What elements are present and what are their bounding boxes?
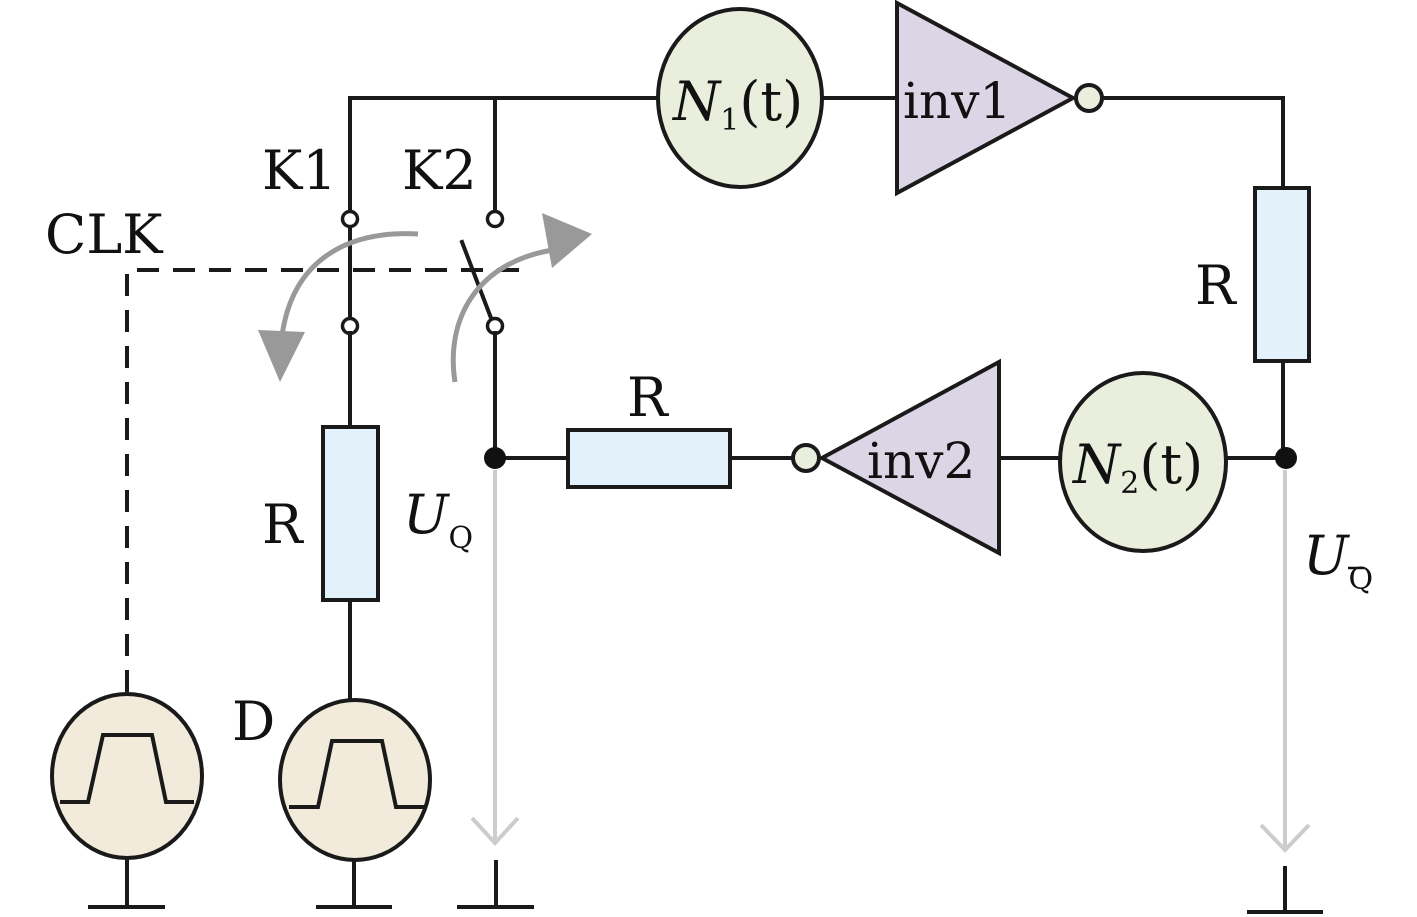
resistor-right-label: R [1195, 254, 1237, 317]
inverter-inv2 [791, 358, 1001, 557]
n2-label: N2(t) [1071, 433, 1203, 501]
k2-label: K2 [402, 139, 477, 202]
resistor-left [321, 425, 380, 602]
output-line-q [470, 470, 520, 846]
top-wires [348, 96, 1285, 460]
junction-left [484, 447, 506, 469]
noise-source-n2 [1058, 371, 1228, 553]
uq-label: UQ [403, 483, 473, 556]
switch-k2 [459, 209, 505, 460]
k1-label: K1 [262, 139, 337, 202]
d-pulse-source [278, 698, 432, 909]
clk-pulse-source [50, 692, 204, 909]
resistor-middle-label: R [627, 366, 669, 429]
bottom-wires [484, 447, 1297, 469]
ground-icon [457, 860, 534, 909]
pulse-source-icon [60, 733, 194, 804]
switch-arrows [258, 213, 592, 383]
ground-icon [1247, 866, 1323, 914]
inv1-label: inv1 [903, 72, 1011, 130]
d-label: D [232, 690, 275, 753]
n1-label: N1(t) [671, 70, 803, 138]
noise-source-n1 [656, 7, 824, 189]
junction-right [1275, 447, 1297, 469]
uqbar-label: UQ [1303, 524, 1373, 597]
clk-label: CLK [45, 203, 164, 266]
inv2-label: inv2 [867, 432, 975, 490]
left-branch [321, 425, 380, 702]
inverter-inv1 [895, 0, 1104, 197]
resistor-left-label: R [262, 493, 304, 556]
resistor-middle [566, 428, 732, 489]
clk-control-line [125, 268, 520, 692]
pulse-source-icon [289, 739, 424, 809]
output-line-qbar [1259, 470, 1311, 853]
resistor-right [1253, 186, 1311, 363]
